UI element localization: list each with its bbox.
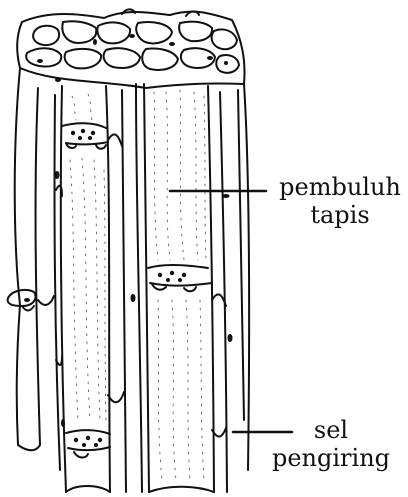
label-pembuluh-tapis-line2: tapis: [276, 201, 404, 229]
label-pembuluh-tapis: pembuluh tapis: [276, 173, 404, 229]
top-cross-section: [17, 9, 244, 88]
label-sel-pengiring: sel pengiring: [256, 416, 406, 472]
label-sel-pengiring-line2: pengiring: [256, 444, 406, 472]
left-parenchyma-cell: [8, 290, 36, 311]
column-outlines: [15, 68, 249, 492]
label-sel-pengiring-line1: sel: [256, 416, 406, 444]
label-pembuluh-tapis-line1: pembuluh: [276, 173, 404, 201]
bottom-cut-edge: [18, 445, 214, 492]
